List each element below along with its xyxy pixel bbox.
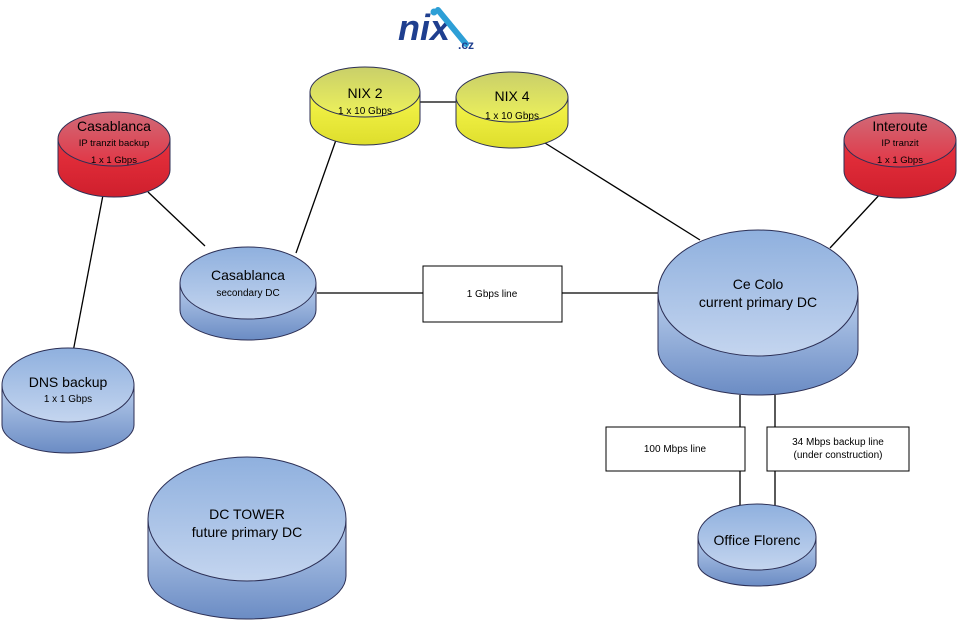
node-interoute-line2: 1 x 1 Gbps [877,155,923,166]
node-dns-backup-title: DNS backup [29,374,108,390]
node-nix4-line1: 1 x 10 Gbps [485,111,539,122]
node-dns-backup-line1: 1 x 1 Gbps [44,394,92,405]
node-casablanca-dc-title: Casablanca [211,267,285,283]
link-interoute-cecolo [829,191,883,249]
nix-logo: nix .cz [398,7,474,52]
node-casablanca-dc: Casablanca secondary DC [179,246,317,341]
node-office-florenc: Office Florenc [697,503,817,587]
node-dc-tower-title: DC TOWER [209,506,285,522]
link-label-34mbps-line1: 34 Mbps backup line [792,437,884,448]
node-cecolo-line1: current primary DC [699,294,817,310]
link-nix2-casablanca-dc [295,139,337,254]
node-cecolo: Ce Colo current primary DC [657,229,859,396]
node-casablanca-transit: Casablanca IP tranzit backup 1 x 1 Gbps [57,111,171,198]
nix-logo-dot [430,8,438,16]
node-casablanca-dc-line1: secondary DC [216,288,279,299]
node-dc-tower: DC TOWER future primary DC [147,456,347,620]
link-casablanca-transit-dc [147,191,206,247]
node-dc-tower-line1: future primary DC [192,524,302,540]
node-office-florenc-title: Office Florenc [714,532,801,548]
node-casablanca-transit-title: Casablanca [77,118,151,134]
node-casablanca-transit-line1: IP tranzit backup [79,138,150,149]
node-interoute-title: Interoute [872,118,927,134]
node-nix4: NIX 4 1 x 10 Gbps [455,71,569,149]
link-label-100mbps: 100 Mbps line [605,426,746,472]
nix-logo-suffix: .cz [458,38,474,52]
node-nix2: NIX 2 1 x 10 Gbps [309,66,421,146]
link-label-1gbps: 1 Gbps line [422,265,563,323]
node-cecolo-title: Ce Colo [733,276,784,292]
link-label-34mbps-line2: (under construction) [794,450,883,461]
link-casablanca-transit-dns [72,194,104,353]
node-interoute: Interoute IP tranzit 1 x 1 Gbps [843,112,957,199]
node-casablanca-transit-line2: 1 x 1 Gbps [91,155,137,166]
nix-logo-x-accent [435,7,469,47]
node-interoute-line1: IP tranzit [881,138,919,149]
node-dns-backup: DNS backup 1 x 1 Gbps [1,347,135,454]
node-nix2-title: NIX 2 [347,85,382,101]
link-nix4-cecolo [544,142,701,241]
link-label-34mbps: 34 Mbps backup line (under construction) [766,426,910,472]
node-nix2-line1: 1 x 10 Gbps [338,106,392,117]
link-label-100mbps-text: 100 Mbps line [644,444,707,455]
links [72,101,883,508]
link-label-1gbps-text: 1 Gbps line [467,289,518,300]
node-nix4-title: NIX 4 [494,88,529,104]
